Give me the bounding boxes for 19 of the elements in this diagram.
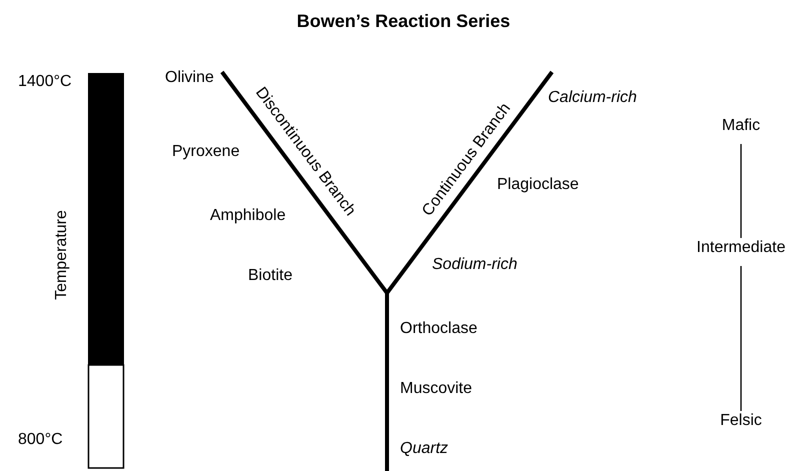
mineral-label: Amphibole	[210, 208, 286, 224]
connector-line	[740, 144, 742, 238]
mineral-label: Pyroxene	[172, 144, 240, 160]
title: Bowen’s Reaction Series	[296, 12, 512, 30]
mineral-label: Calcium-rich	[548, 90, 637, 106]
connector-line	[740, 266, 742, 411]
mineral-label: Orthoclase	[400, 321, 478, 337]
rock-type-label: Felsic	[720, 413, 762, 429]
rock-type-label: Mafic	[722, 118, 760, 134]
mineral-label: Quartz	[400, 441, 448, 457]
axis-label: Temperature	[54, 210, 70, 300]
mineral-label: Biotite	[248, 268, 292, 284]
temperature-label: 1400°C	[18, 74, 72, 90]
rock-type-label: Intermediate	[696, 240, 786, 256]
mineral-label: Olivine	[165, 70, 214, 86]
mineral-label: Sodium-rich	[432, 257, 518, 273]
mineral-label: Muscovite	[400, 381, 472, 397]
mineral-label: Plagioclase	[497, 177, 579, 193]
temperature-label: 800°C	[18, 432, 63, 448]
